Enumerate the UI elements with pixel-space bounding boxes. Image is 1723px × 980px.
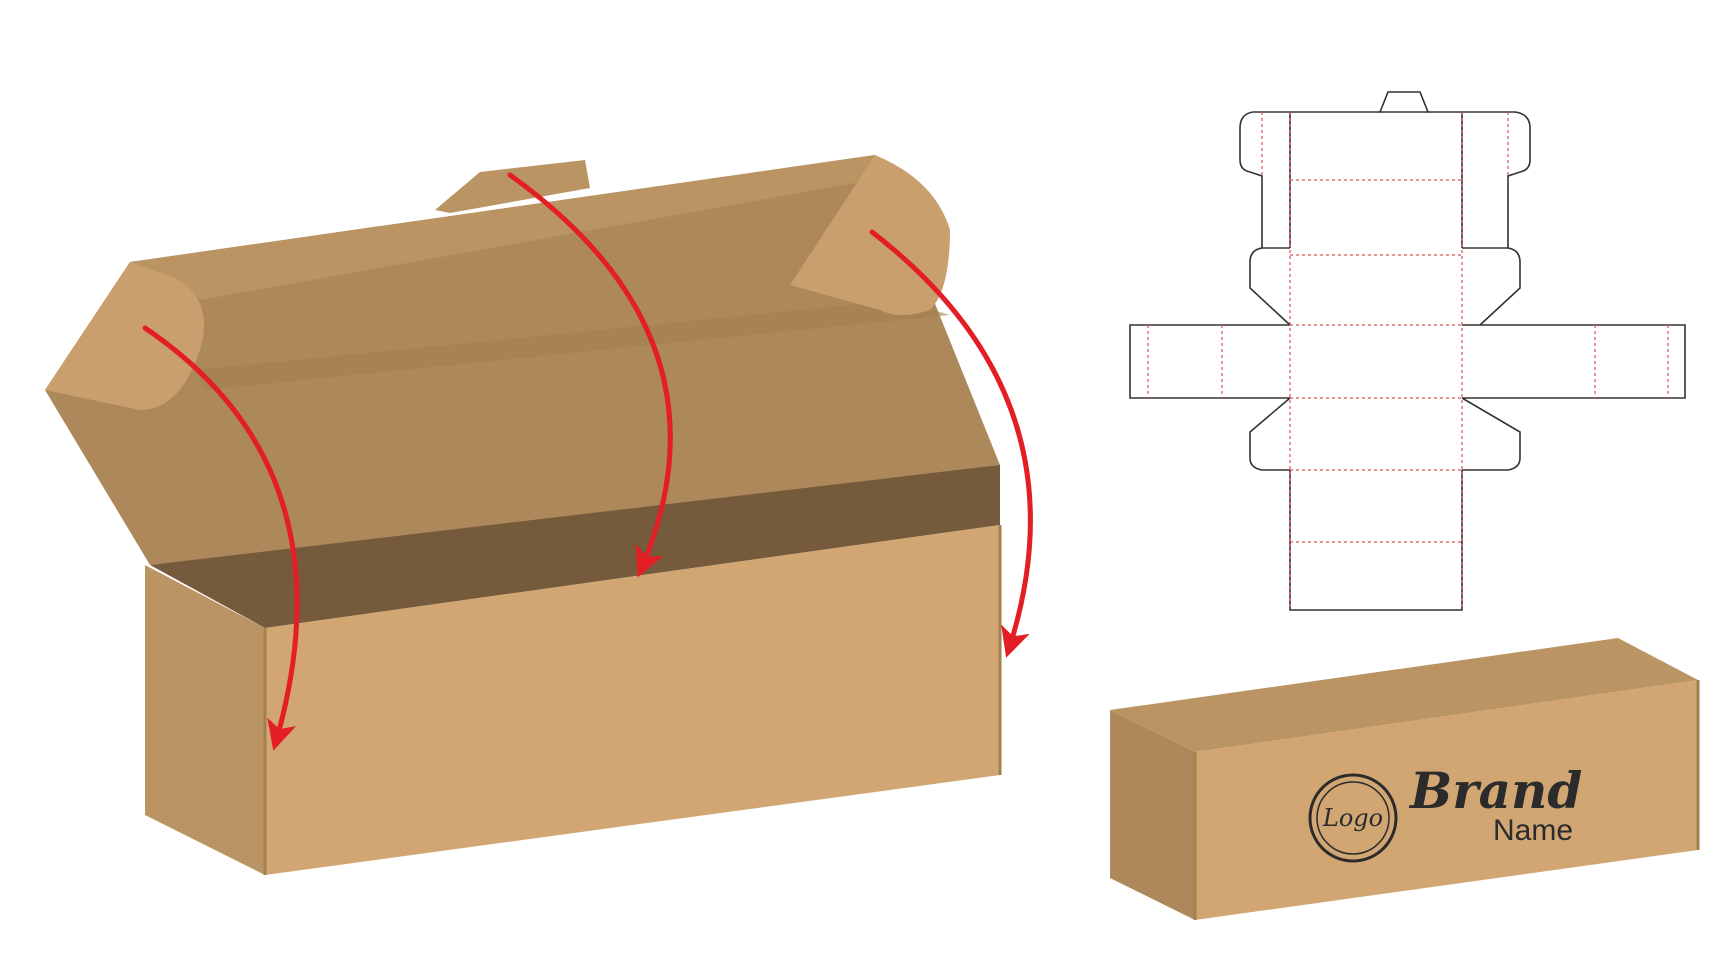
logo-circle-inner: [1316, 781, 1390, 855]
box-lid-crease: [195, 300, 950, 390]
lid-left-flap: [45, 262, 205, 410]
folding-arrow-icon: [869, 229, 1033, 658]
folding-arrow-icon: [142, 325, 300, 751]
logo-badge: Logo: [1308, 773, 1398, 863]
brand-title: Brand: [1408, 761, 1582, 820]
logo-text: Logo: [1322, 804, 1383, 832]
logo-circle-outer: [1308, 773, 1398, 863]
dieline-upper-flaps: [1249, 247, 1521, 326]
dieline-template: [1129, 91, 1686, 611]
closed-box-end: [1110, 710, 1195, 920]
box-left-side: [145, 565, 265, 875]
folding-arrow-icon: [507, 172, 673, 578]
dieline-tuck-tab: [1378, 91, 1430, 113]
dieline-lower-body: [1289, 470, 1463, 611]
closed-box-top: [1110, 638, 1698, 752]
brand-subtitle: Name: [1493, 814, 1573, 847]
box-interior: [150, 465, 1000, 628]
box-front: [265, 525, 1000, 875]
dieline-fold-lines: [1147, 112, 1669, 610]
dieline-top-flap: [1239, 111, 1531, 248]
lid-tuck-tab: [435, 160, 590, 213]
open-box-illustration: [45, 155, 1033, 875]
dieline-middle-band: [1129, 324, 1686, 399]
box-lid-top-strip: [130, 155, 900, 300]
lid-right-flap: [790, 155, 950, 315]
closed-box-illustration: Logo Brand Name: [1110, 638, 1700, 920]
closed-box-front: [1195, 680, 1698, 920]
dieline-lower-flaps: [1249, 397, 1521, 471]
